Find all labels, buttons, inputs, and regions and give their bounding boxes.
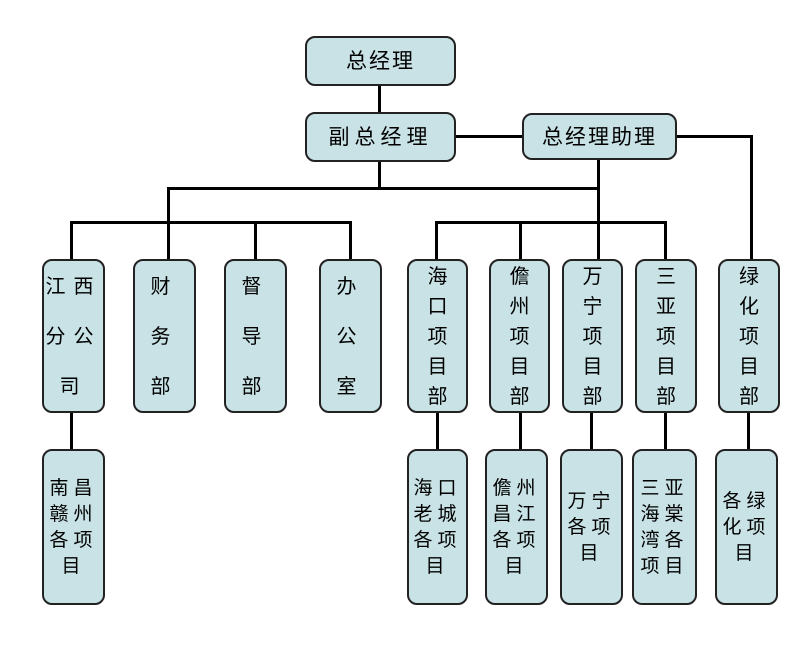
connector-right-group (435, 221, 667, 224)
node-finance-dept: 财 务 部 (133, 259, 196, 413)
node-sanya-haitangwan-projects: 三亚 海棠 湾各 项目 (632, 449, 697, 605)
connector-sanya-to-projects (664, 413, 667, 449)
node-danzhou-changjiang-projects: 儋州 昌江 各项 目 (485, 449, 548, 605)
connector-dgm-to-assistant (456, 135, 522, 138)
node-nanchang-ganzhou-projects: 南昌 赣州 各项 目 (42, 449, 105, 605)
connector-jiangxi-to-projects (70, 413, 73, 449)
connector-gm-to-dgm (378, 86, 381, 112)
node-sanya-project-dept: 三 亚 项 目 部 (635, 259, 697, 413)
node-gm-assistant: 总经理助理 (522, 113, 677, 160)
connector-down-greening-dept (750, 135, 753, 259)
node-deputy-general-manager: 副总经理 (305, 112, 456, 162)
connector-main-distribution (167, 187, 600, 190)
connector-down-jiangxi (70, 221, 73, 259)
connector-assistant-to-right (676, 135, 753, 138)
node-haikou-laocheng-projects: 海口 老城 各项 目 (407, 449, 468, 605)
connector-haikou-to-projects (436, 413, 439, 449)
connector-down-danzhou (519, 221, 522, 259)
connector-left-group (70, 221, 352, 224)
connector-dgm-down (378, 162, 381, 190)
node-office: 办 公 室 (319, 259, 382, 413)
connector-down-office (349, 221, 352, 259)
node-wanning-project-dept: 万 宁 项 目 部 (562, 259, 623, 413)
connector-greening-to-projects (747, 413, 750, 449)
connector-down-supervision (254, 221, 257, 259)
node-wanning-projects: 万宁 各项 目 (560, 449, 623, 605)
node-supervision-dept: 督 导 部 (224, 259, 287, 413)
node-danzhou-project-dept: 儋 州 项 目 部 (489, 259, 550, 413)
node-haikou-project-dept: 海 口 项 目 部 (407, 259, 468, 413)
node-greening-project-dept: 绿 化 项 目 部 (718, 259, 780, 413)
connector-down-sanya (664, 221, 667, 259)
connector-wanning-to-projects (590, 413, 593, 449)
node-general-manager: 总经理 (305, 36, 456, 86)
node-greening-projects: 各绿 化项 目 (715, 449, 778, 605)
connector-down-haikou (435, 221, 438, 259)
connector-assistant-down (597, 160, 600, 259)
connector-danzhou-to-projects (519, 413, 522, 449)
node-jiangxi-branch: 江西 分公 司 (42, 259, 105, 413)
